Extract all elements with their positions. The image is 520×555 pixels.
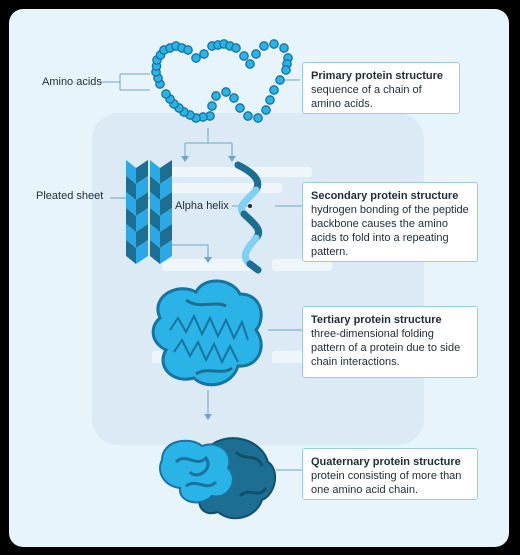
amino-acid-bead — [221, 87, 231, 97]
amino-acid-bead — [231, 43, 241, 53]
amino-acid-bead — [253, 113, 263, 123]
sheet-segment — [150, 240, 160, 264]
secondary-structure-title: Secondary protein structure — [311, 190, 459, 202]
amino-acids-label: Amino acids — [42, 76, 102, 88]
amino-acid-bead — [235, 103, 245, 113]
sheet-segment — [126, 240, 136, 264]
tertiary-structure-title: Tertiary protein structure — [311, 314, 442, 326]
amino-acid-bead — [259, 41, 269, 51]
amino-acids-leader — [100, 73, 150, 91]
tertiary-structure-icon — [151, 279, 263, 387]
tertiary-structure-description: three-dimensional folding pattern of a p… — [311, 328, 461, 368]
amino-acid-bead — [251, 49, 261, 59]
amino-acid-bead — [281, 65, 291, 75]
arrowheads — [181, 156, 236, 420]
quaternary-structure-title: Quaternary protein structure — [311, 456, 461, 468]
split-arrow — [184, 128, 233, 157]
amino-acid-bead — [191, 53, 201, 63]
amino-acid-bead — [275, 75, 285, 85]
secondary-structure-box: Secondary protein structure hydrogen bon… — [302, 182, 478, 262]
amino-acid-chain — [151, 39, 293, 123]
secondary-structure-description: hydrogen bonding of the peptide backbone… — [311, 204, 469, 258]
amino-acid-bead — [207, 101, 217, 111]
sheet-segment — [136, 240, 148, 264]
amino-acid-bead — [269, 85, 279, 95]
amino-acid-bead — [269, 39, 279, 49]
amino-acid-bead — [239, 51, 249, 61]
amino-acid-bead — [199, 49, 209, 59]
primary-structure-title: Primary protein structure — [311, 70, 444, 82]
quaternary-structure-description: protein consisting of more than one amin… — [311, 470, 462, 496]
amino-acid-bead — [183, 45, 193, 55]
amino-acid-bead — [245, 59, 255, 69]
connector-lines — [100, 73, 302, 471]
primary-structure-description: sequence of a chain of amino acids. — [311, 84, 422, 110]
amino-acid-bead — [243, 111, 253, 121]
amino-acid-bead — [261, 105, 271, 115]
helix-pointer-dot — [248, 204, 252, 208]
amino-acid-bead — [279, 43, 289, 53]
quaternary-structure-box: Quaternary protein structure protein con… — [302, 448, 478, 500]
quaternary-structure-icon — [159, 437, 277, 520]
amino-acid-bead — [211, 91, 221, 101]
amino-acid-bead — [229, 93, 239, 103]
pleated-sheet-label: Pleated sheet — [36, 190, 104, 202]
amino-acid-bead — [265, 95, 275, 105]
amino-acid-bead — [161, 89, 171, 99]
merge-arrow — [170, 244, 209, 258]
alpha-helix-label: Alpha helix — [175, 200, 229, 212]
sheet-segment — [160, 240, 172, 264]
primary-structure-box: Primary protein structure sequence of a … — [302, 62, 460, 114]
pleated-sheet-icon — [126, 160, 172, 264]
tertiary-structure-box: Tertiary protein structure three-dimensi… — [302, 306, 478, 378]
alpha-helix-icon — [234, 161, 263, 274]
